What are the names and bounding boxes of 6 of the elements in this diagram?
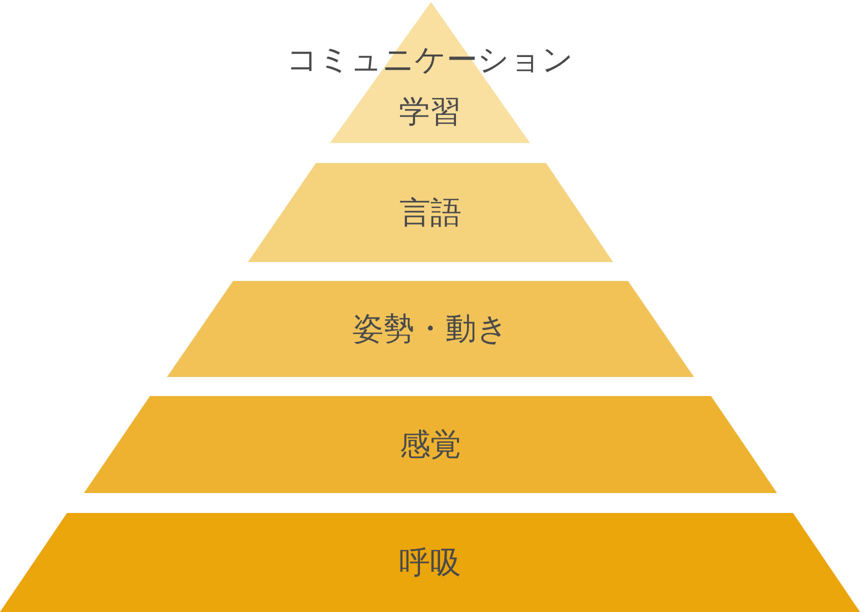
tier-label: 呼吸 (399, 545, 461, 581)
tier-label: 学習 (399, 94, 461, 130)
tier-label: 姿勢・動き (352, 311, 508, 347)
tier-label: 言語 (400, 195, 462, 231)
tier-label: 感覚 (400, 427, 462, 463)
tier-label: コミュニケーション (286, 42, 574, 78)
